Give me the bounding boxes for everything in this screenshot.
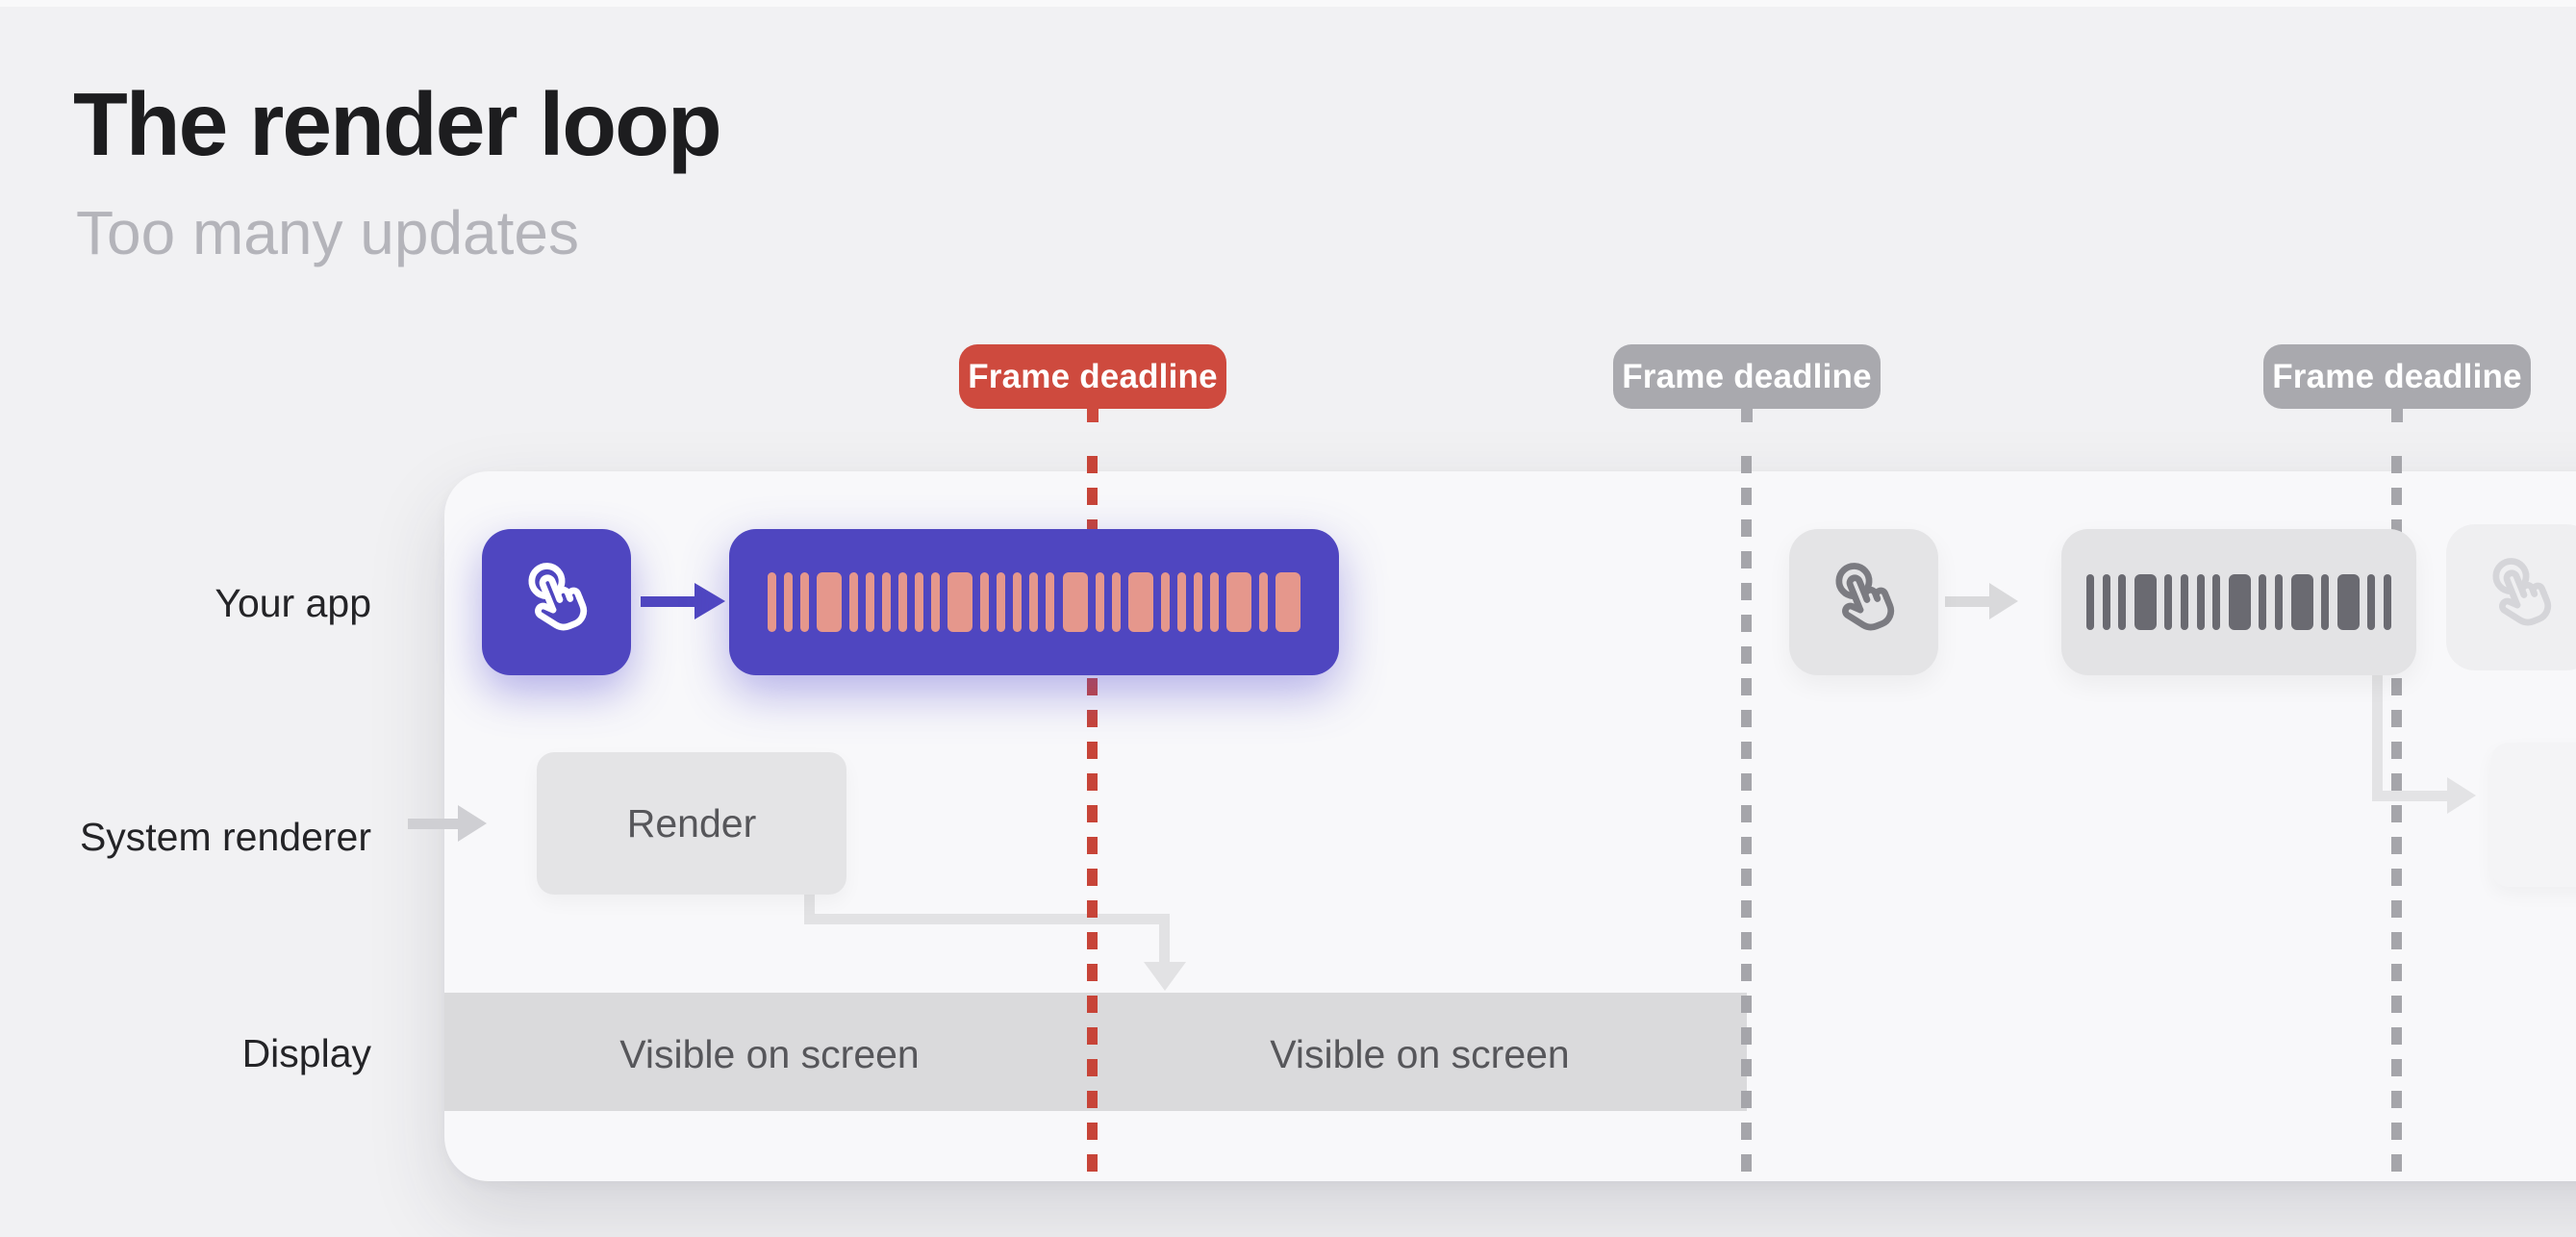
render-to-display-arrow-head <box>1144 962 1186 991</box>
row-label-display: Display <box>241 1031 371 1075</box>
update-activity-bar <box>2228 574 2251 630</box>
render-to-display-connector <box>804 895 815 924</box>
frame-deadline-badge-missed: Frame deadline <box>959 344 1226 422</box>
update-activity-bar <box>882 572 892 632</box>
next-render-box-faded <box>2491 743 2576 887</box>
badge-stub <box>2391 408 2403 422</box>
row-label-system-renderer: System renderer <box>79 815 371 859</box>
update-activity-bar <box>2180 574 2188 630</box>
display-segment-label: Visible on screen <box>1270 1032 1570 1076</box>
update-activity-bar <box>2164 574 2173 630</box>
update-activity-bar <box>1111 572 1121 632</box>
frame-deadline-badge-label: Frame deadline <box>1622 357 1872 395</box>
update-burst-box <box>2061 529 2416 675</box>
update-activity-bar <box>1193 572 1202 632</box>
update-activity-bar <box>2086 574 2094 630</box>
hand-tap-icon <box>1816 554 1912 650</box>
update-activity-bar <box>817 572 843 632</box>
update-activity-bar <box>2383 574 2391 630</box>
update-activity-bar <box>1127 572 1153 632</box>
update-activity-bar <box>980 572 990 632</box>
render-box: Render <box>537 752 846 895</box>
update-activity-bar <box>915 572 924 632</box>
incoming-arrow-line <box>408 819 458 829</box>
page-subtitle: Too many updates <box>76 198 579 268</box>
updates-to-render-arrow-head <box>2447 777 2476 814</box>
update-activity-bar <box>2134 574 2157 630</box>
touch-event-box <box>1789 529 1938 675</box>
update-burst-box-active <box>729 529 1339 675</box>
update-activity-bar <box>800 572 810 632</box>
event-arrow-head <box>1989 583 2018 619</box>
update-activity-bar <box>1225 572 1251 632</box>
updates-to-render-connector <box>2372 592 2383 801</box>
event-arrow-line <box>1945 596 1991 607</box>
hand-tap-icon <box>509 554 605 650</box>
event-arrow-head <box>695 583 725 619</box>
event-arrow-line <box>641 596 696 607</box>
update-activity-bar <box>1209 572 1219 632</box>
page-title: The render loop <box>73 74 722 175</box>
update-activity-bar <box>1062 572 1088 632</box>
frame-deadline-badge-label: Frame deadline <box>2272 357 2522 395</box>
update-activity-bar <box>768 572 776 632</box>
update-activity-bar <box>2196 574 2205 630</box>
update-activity-bar <box>931 572 941 632</box>
update-activity-bar <box>2259 574 2267 630</box>
touch-event-box-faded <box>2446 524 2576 670</box>
render-to-display-connector <box>804 914 1170 924</box>
slide-top-edge <box>0 0 2576 7</box>
update-activity-bar <box>2274 574 2283 630</box>
update-activity-bar <box>2102 574 2110 630</box>
display-segment-label: Visible on screen <box>619 1032 920 1076</box>
update-activity-bar <box>2367 574 2376 630</box>
update-activity-bar <box>2290 574 2313 630</box>
frame-deadline-line <box>1741 456 1752 1181</box>
update-activity-bar <box>1046 572 1055 632</box>
touch-event-box-active <box>482 529 631 675</box>
incoming-arrow-head <box>458 805 487 842</box>
row-label-your-app: Your app <box>215 581 371 625</box>
update-activity-bar <box>849 572 859 632</box>
frame-deadline-badge-label: Frame deadline <box>968 357 1218 395</box>
update-activity-bar <box>1029 572 1039 632</box>
update-activity-bar <box>1095 572 1104 632</box>
update-activity-bar <box>2321 574 2330 630</box>
update-activity-bar <box>898 572 908 632</box>
update-activity-bar <box>1013 572 1023 632</box>
render-to-display-connector <box>1159 914 1170 966</box>
update-activity-bar <box>2212 574 2221 630</box>
update-activity-bar <box>1160 572 1170 632</box>
badge-stub <box>1087 408 1099 422</box>
frame-deadline-line <box>2391 456 2402 1181</box>
update-activity-bar <box>866 572 875 632</box>
frame-deadline-badge: Frame deadline <box>1613 344 1881 422</box>
hand-tap-icon <box>2473 549 2569 645</box>
updates-to-render-connector <box>2372 791 2449 801</box>
update-activity-bar <box>784 572 794 632</box>
badge-stub <box>1741 408 1753 422</box>
update-activity-bar <box>1275 572 1301 632</box>
update-activity-bar <box>2118 574 2127 630</box>
update-activity-bar <box>947 572 973 632</box>
update-activity-bar <box>1176 572 1186 632</box>
update-activity-bar <box>2336 574 2360 630</box>
update-activity-bar <box>997 572 1006 632</box>
update-activity-bar <box>1258 572 1268 632</box>
frame-deadline-line-missed <box>1087 456 1098 1181</box>
frame-deadline-badge: Frame deadline <box>2263 344 2531 422</box>
